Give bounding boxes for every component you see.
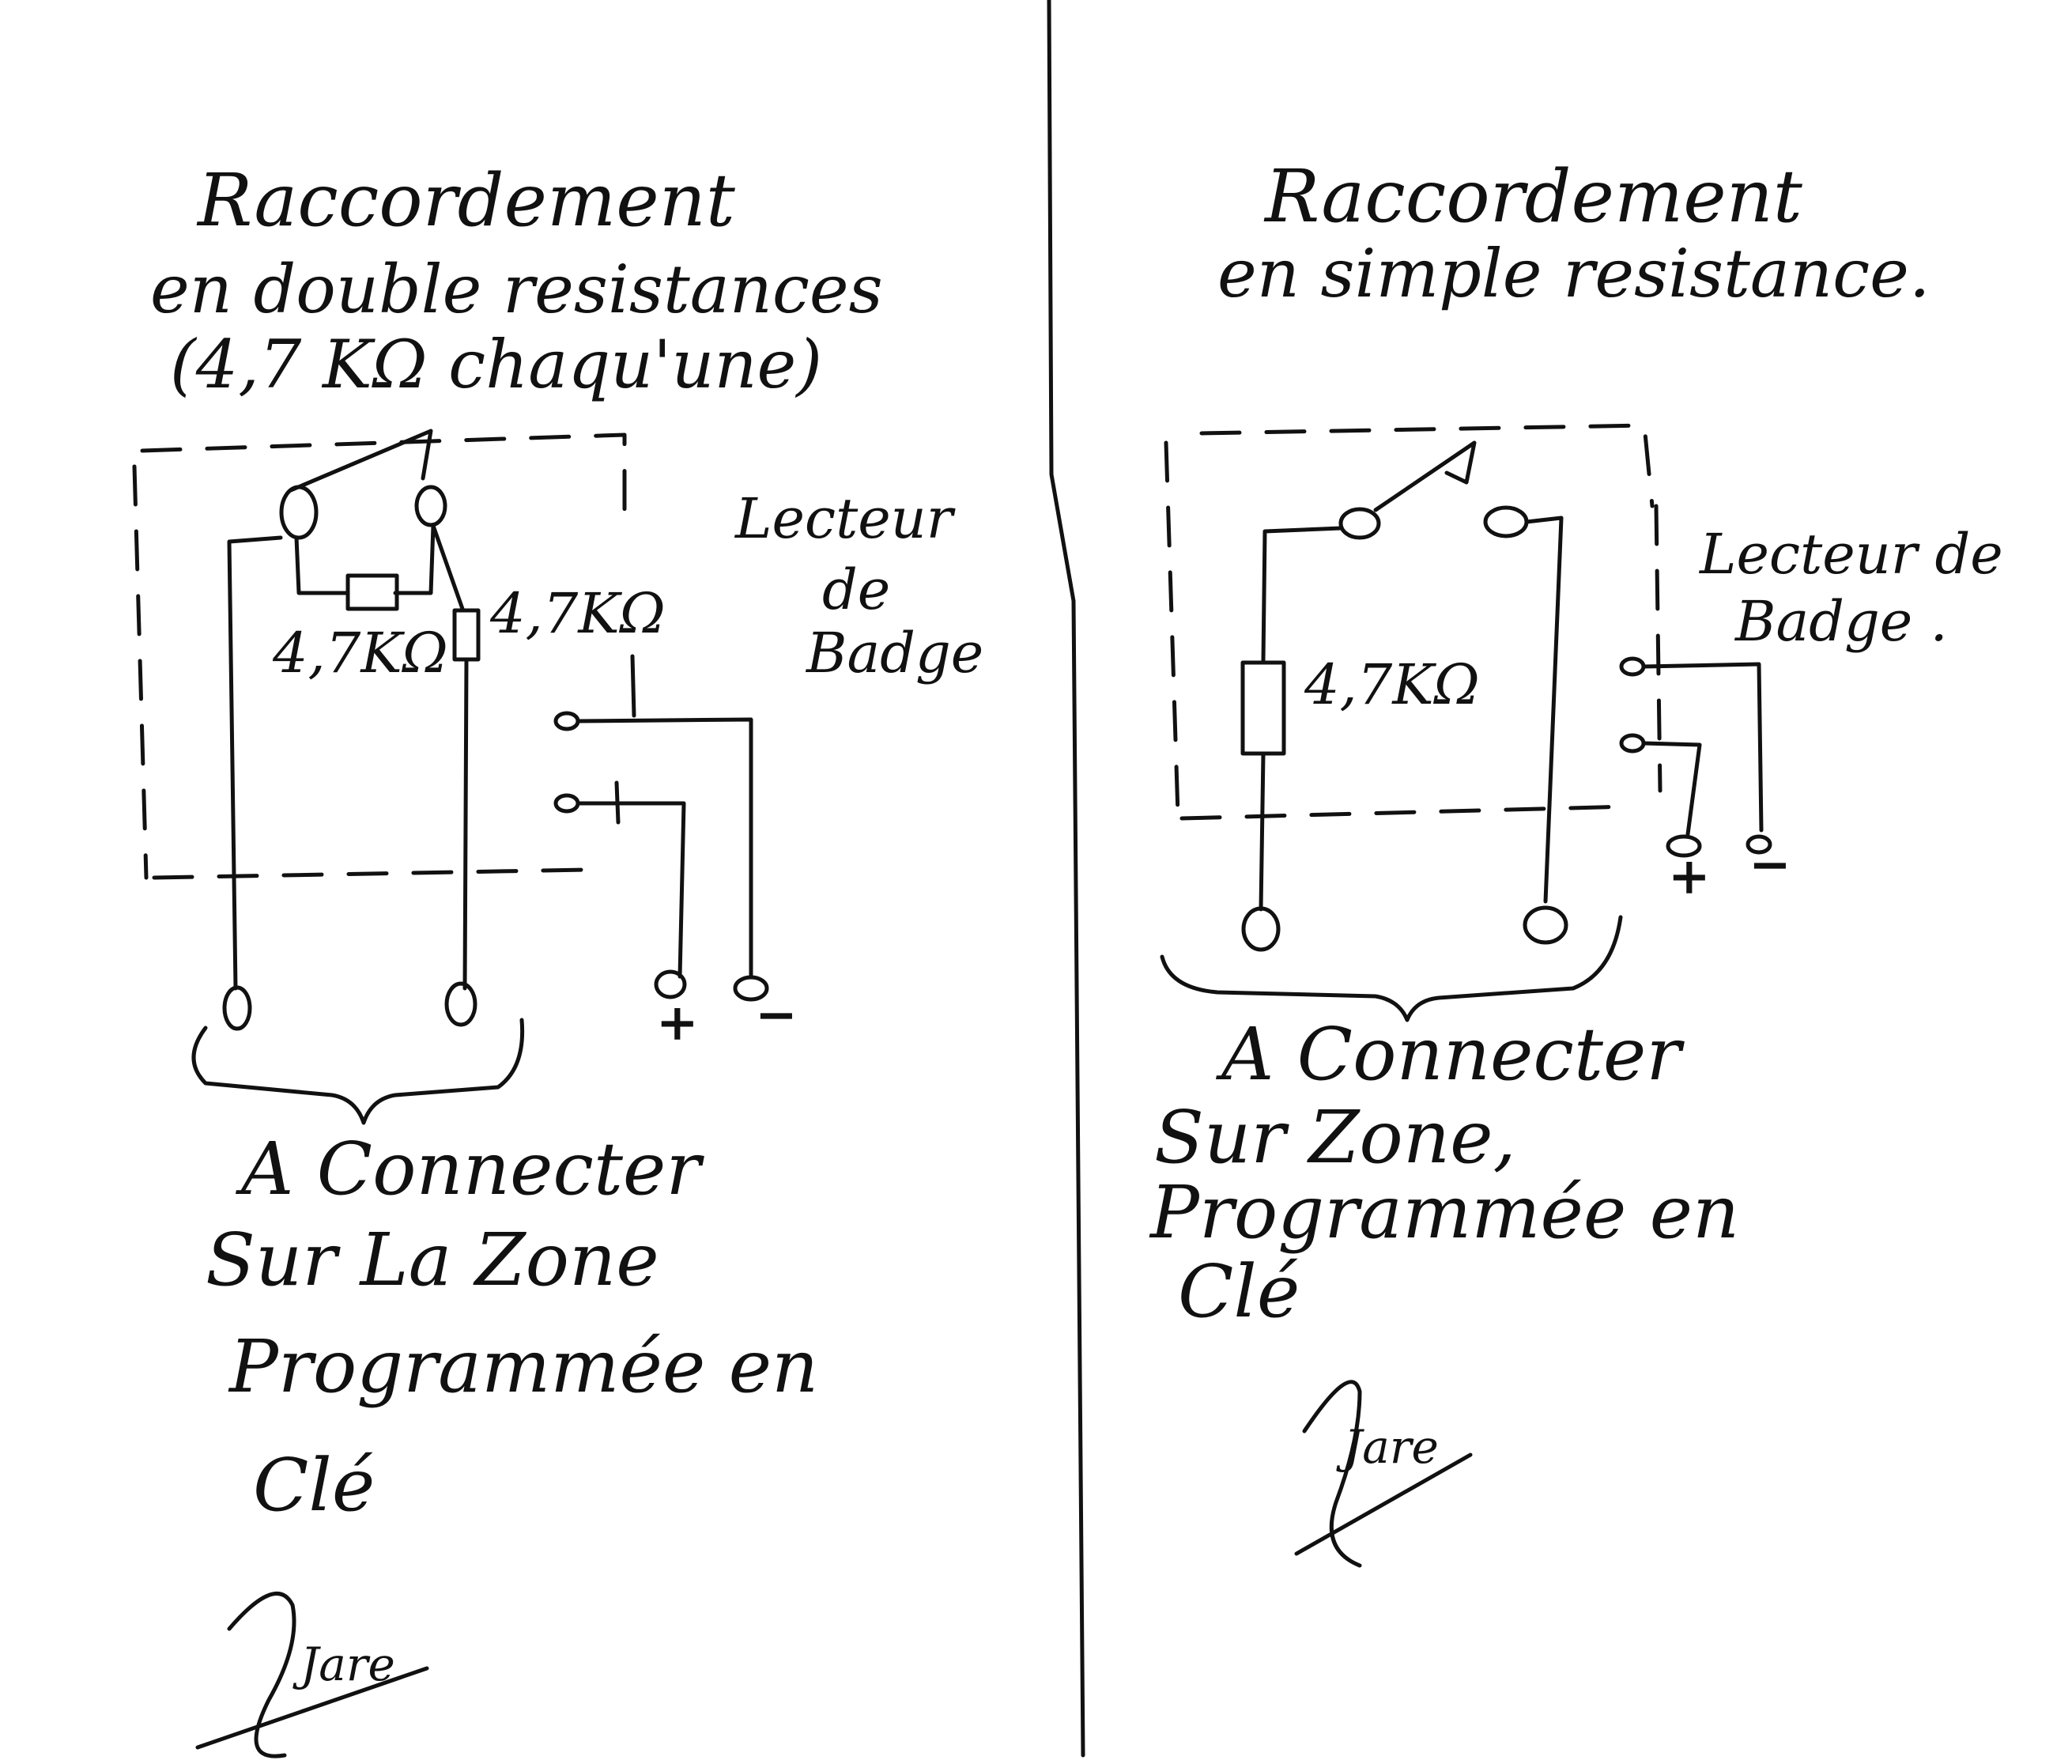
right-note-line3: Programmée en: [1149, 1170, 1739, 1255]
left-note-line1: A Connecter: [235, 1127, 704, 1211]
left-enclosure-left: [132, 464, 149, 880]
left-minus-sign: −: [755, 985, 798, 1044]
left-reader-label-line3: Badge: [805, 621, 983, 686]
left-signature: Jare: [195, 1591, 429, 1758]
left-subtitle-line2: (4,7 KΩ chaqu'une): [170, 326, 822, 403]
left-switch-terminal-2: [414, 485, 447, 527]
left-reader-terminal-1: [553, 711, 580, 731]
left-switch-terminal-1: [279, 485, 319, 540]
right-left-wire-down: [1259, 751, 1266, 912]
left-resistor-label-b: 4,7KΩ: [489, 581, 666, 646]
left-series-wire-top: [431, 523, 465, 611]
left-power-plus-terminal: [654, 969, 687, 999]
left-subtitle-line1: en double resistances: [150, 251, 883, 328]
left-note-line4: Clé: [253, 1443, 375, 1528]
right-switch-terminal-1: [1338, 507, 1381, 540]
left-signature-text: Jare: [292, 1637, 395, 1691]
left-reader-terminal-2: [553, 793, 580, 814]
right-switch-lever: [1373, 440, 1477, 512]
right-panel: Raccordement en simple resistance. 4,7KΩ…: [1149, 154, 2003, 1568]
right-plus-sign: +: [1668, 847, 1711, 906]
left-reader-wire-1: [576, 717, 753, 979]
right-zone-brace: [1160, 915, 1623, 1022]
right-resistor-label: 4,7KΩ: [1304, 652, 1480, 717]
right-reader-wire-1: [1641, 662, 1764, 833]
right-right-wire: [1524, 516, 1564, 904]
right-resistor: [1240, 660, 1286, 756]
right-power-plus-terminal: [1666, 834, 1702, 858]
right-reader-label-line1: Lecteur de: [1698, 522, 2003, 587]
left-zone-terminal-1: [222, 985, 252, 1031]
left-reader-enclosure-tick: [614, 654, 636, 825]
left-resistor-label-a: 4,7KΩ: [272, 621, 448, 686]
right-reader-label-line2: Badge .: [1734, 589, 1948, 654]
left-parallel-wire: [294, 523, 436, 595]
left-loop-wire: [227, 535, 283, 991]
right-minus-sign: −: [1749, 835, 1791, 894]
right-enclosure-right: [1654, 504, 1663, 793]
right-signature-text: Jare: [1336, 1420, 1439, 1474]
left-enclosure-bottom: [152, 867, 587, 880]
left-parallel-resistor: [345, 573, 399, 611]
left-zone-brace: [191, 1018, 525, 1125]
right-reader-wire-2: [1641, 741, 1702, 837]
right-note-line2: Sur Zone,: [1154, 1095, 1516, 1180]
left-series-resistor: [452, 608, 481, 662]
left-switch-lever: [289, 429, 433, 493]
right-reader-terminal-1: [1619, 656, 1646, 677]
left-note-line2: Sur La Zone: [206, 1218, 659, 1302]
right-power-minus-terminal: [1746, 834, 1772, 855]
right-note-line1: A Connecter: [1215, 1012, 1685, 1097]
right-switch-terminal-2: [1483, 505, 1529, 538]
right-signature: Jare: [1294, 1380, 1473, 1568]
left-reader-wire-2: [576, 801, 686, 979]
left-reader-label-line2: de: [822, 557, 890, 622]
left-note-line3: Programmée en: [228, 1324, 818, 1409]
right-enclosure-bottom: [1179, 804, 1631, 821]
left-enclosure: [140, 433, 627, 528]
left-panel: Raccordement en double resistances (4,7 …: [132, 158, 983, 1758]
right-note-line4: Clé: [1178, 1249, 1300, 1334]
right-left-wire: [1261, 526, 1343, 663]
right-enclosure-left: [1164, 440, 1180, 817]
right-title: Raccordement: [1263, 154, 1803, 239]
right-zone-terminal-2: [1523, 905, 1568, 945]
left-zone-terminal-2: [444, 981, 477, 1027]
left-power-minus-terminal: [733, 975, 769, 1002]
left-title: Raccordement: [196, 158, 736, 243]
left-series-wire-down: [462, 657, 469, 991]
left-reader-label-line1: Lecteur: [734, 486, 956, 551]
left-plus-sign: +: [656, 993, 699, 1052]
center-divider: [1047, 0, 1085, 1758]
right-enclosure-top: [1199, 423, 1655, 508]
right-zone-terminal-1: [1241, 906, 1281, 952]
right-subtitle-line1: en simple resistance.: [1217, 235, 1930, 312]
right-reader-terminal-2: [1619, 733, 1646, 754]
